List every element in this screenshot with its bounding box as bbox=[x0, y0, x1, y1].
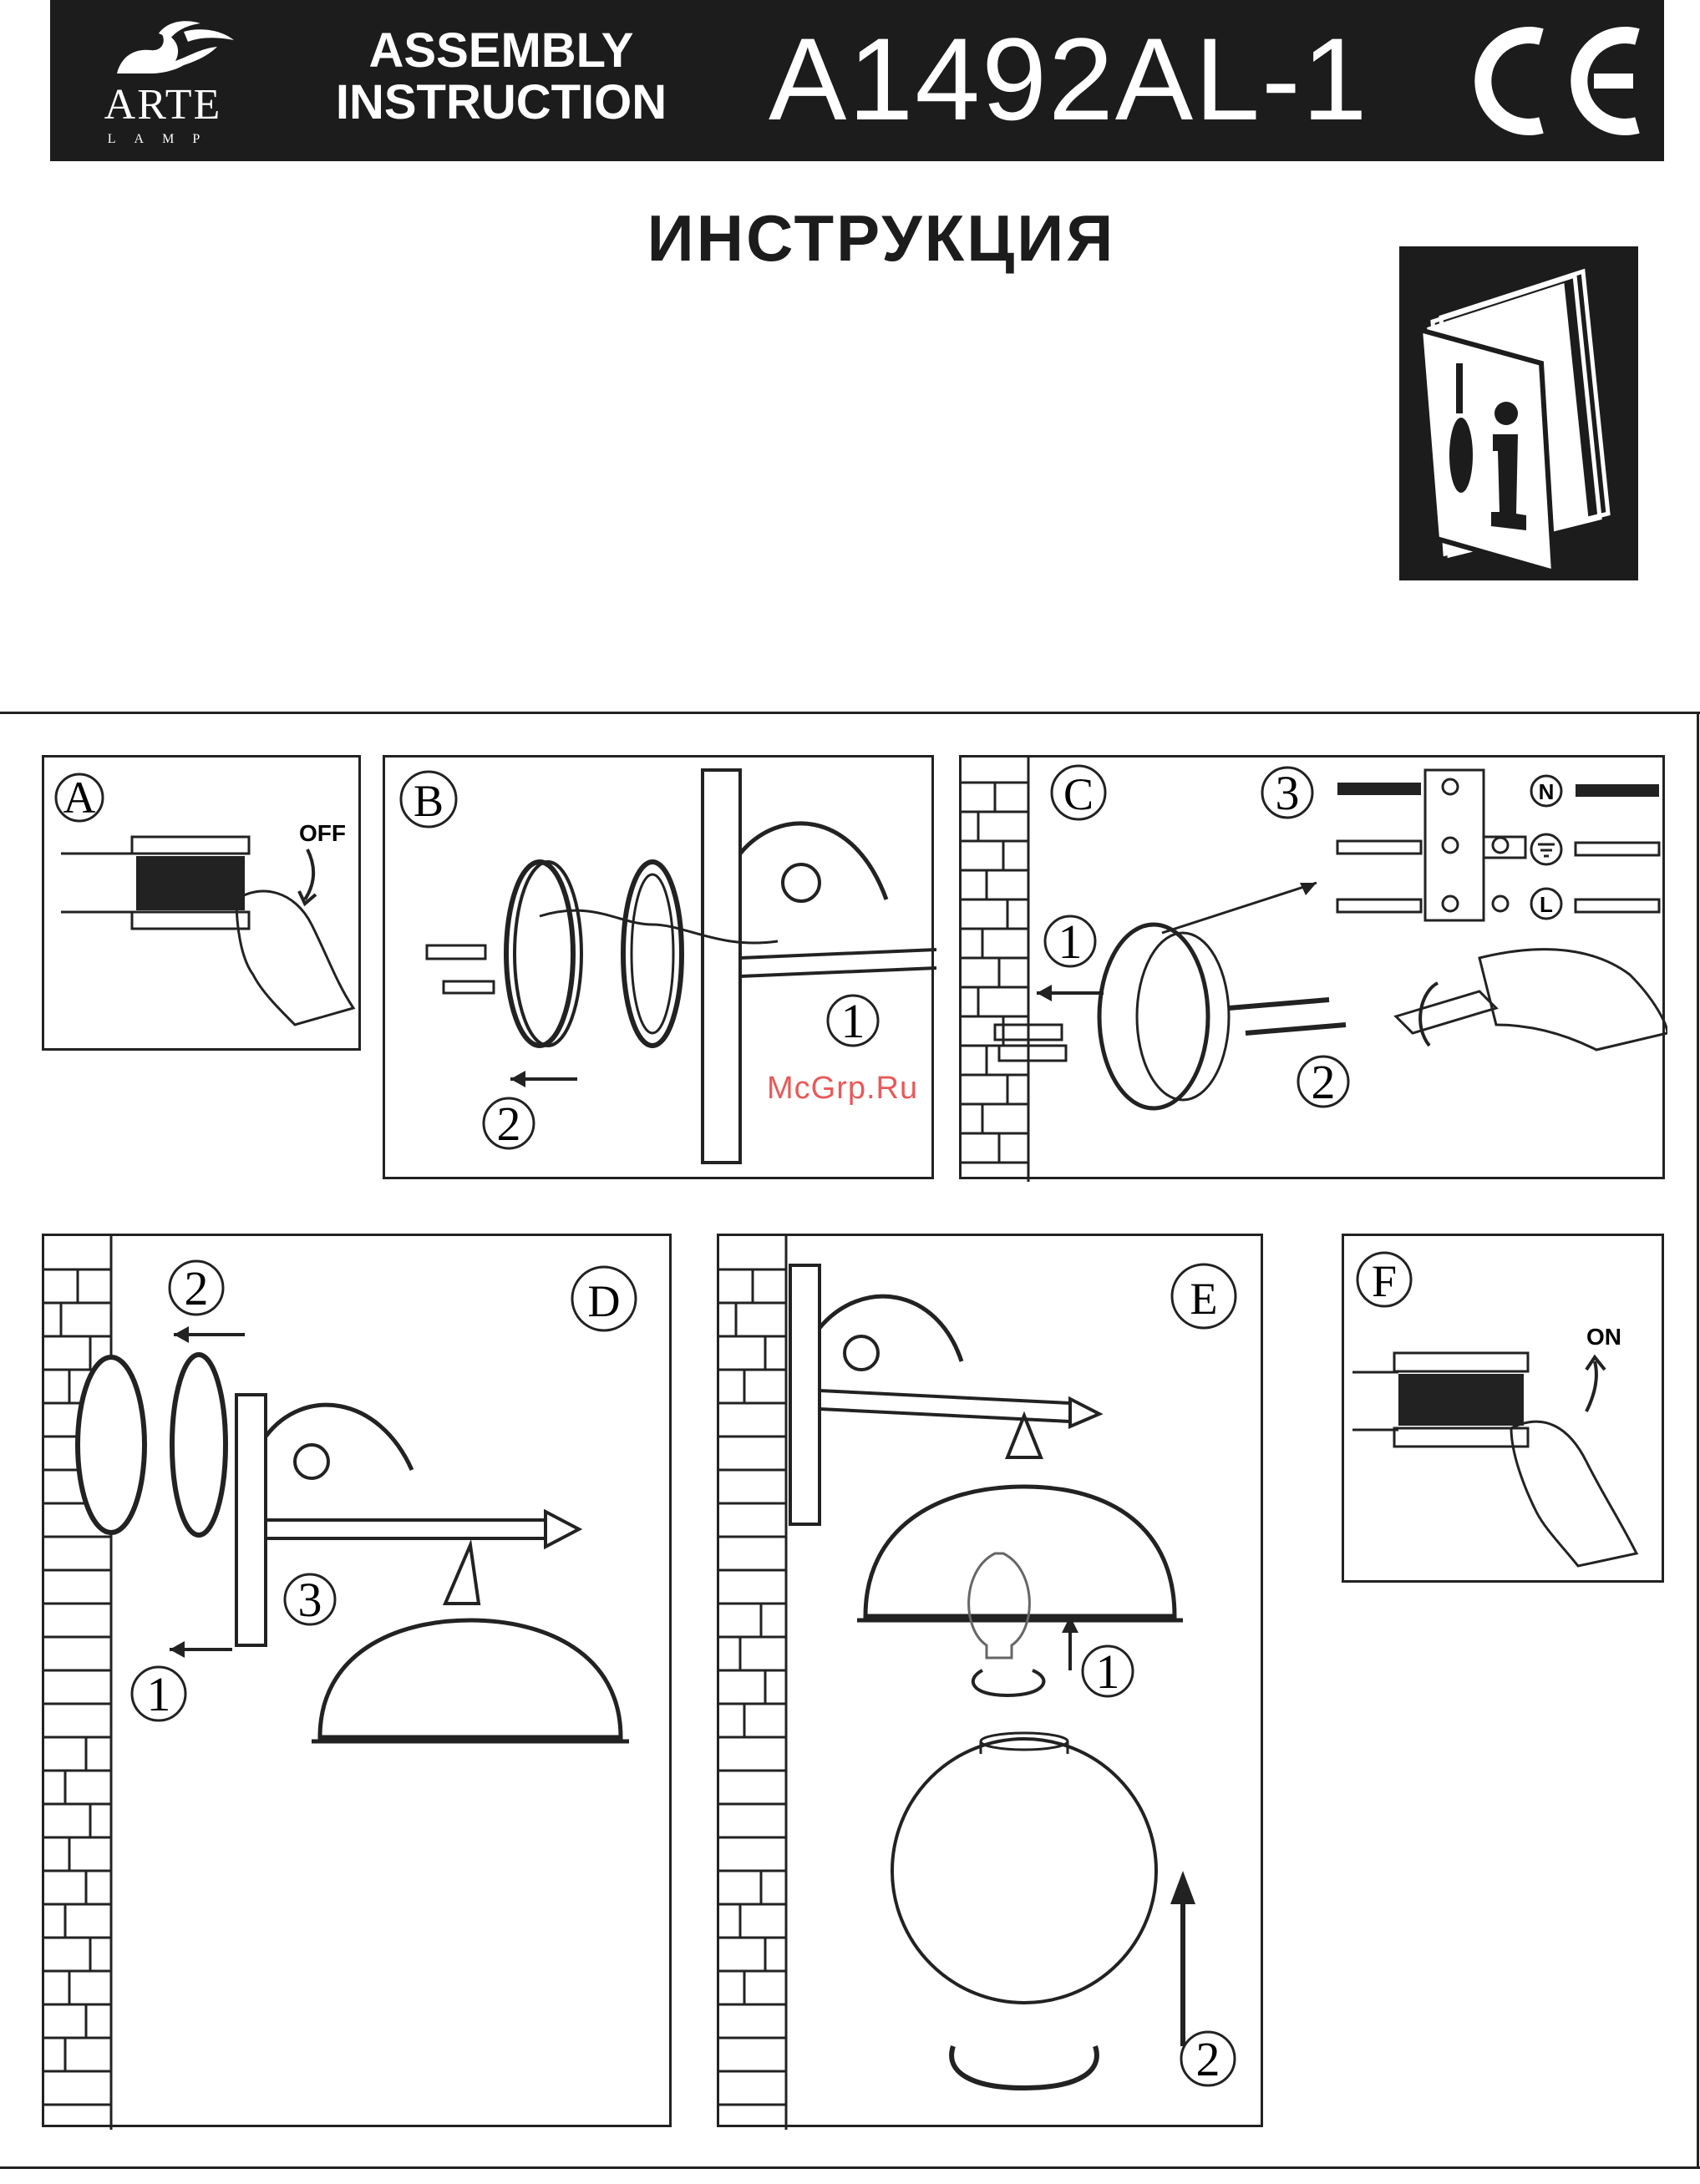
step-d-num-2: 2 bbox=[185, 1261, 209, 1315]
step-d-letter: D bbox=[588, 1276, 621, 1326]
watermark: McGrp.Ru bbox=[767, 1071, 918, 1107]
brick-wall bbox=[719, 1236, 786, 2130]
page-title: ИНСТРУКЦИЯ bbox=[501, 200, 1261, 276]
step-b-panel: B 1 2 bbox=[383, 755, 934, 1179]
breaker-top bbox=[132, 837, 249, 854]
assembly-line-1: ASSEMBLY bbox=[326, 25, 677, 77]
assembly-line-2: INSTRUCTION bbox=[326, 77, 677, 129]
light-bulb-icon bbox=[969, 1553, 1030, 1658]
wall-plate bbox=[790, 1265, 820, 1524]
step-c-panel: C 1 2 3 bbox=[959, 755, 1665, 1179]
breaker-switches bbox=[136, 856, 245, 910]
rotate-globe-arrow-icon bbox=[951, 2046, 1097, 2088]
gasket-ring bbox=[172, 1355, 226, 1535]
lamp-shade bbox=[865, 1487, 1175, 1616]
header-bar: ARTE LAMP ASSEMBLY INSTRUCTION A1492AL-1 bbox=[50, 0, 1664, 161]
switch-on-label: ON bbox=[1586, 1324, 1621, 1350]
switch-off-label: OFF bbox=[299, 820, 346, 846]
glass-globe bbox=[892, 1739, 1156, 2003]
breaker-bottom bbox=[132, 912, 249, 929]
frame-right-edge bbox=[1697, 712, 1699, 2169]
step-e-num-1: 1 bbox=[1096, 1644, 1120, 1699]
step-e-num-2: 2 bbox=[1196, 2032, 1220, 2086]
terminal-n-label: N bbox=[1539, 779, 1555, 804]
step-d-num-1: 1 bbox=[147, 1667, 171, 1721]
step-a-panel: A OFF bbox=[42, 755, 361, 1051]
brand-logo: ARTE LAMP bbox=[84, 15, 242, 149]
ce-mark-icon bbox=[1454, 18, 1654, 144]
breaker-switches bbox=[1398, 1374, 1524, 1426]
screw-c-2 bbox=[1246, 1025, 1346, 1033]
assembly-instruction-label: ASSEMBLY INSTRUCTION bbox=[326, 25, 677, 129]
hand-icon bbox=[1511, 1421, 1637, 1566]
step-b-num-1: 1 bbox=[841, 994, 865, 1048]
screw-1 bbox=[427, 945, 485, 959]
step-f-letter: F bbox=[1372, 1256, 1397, 1306]
breaker-top bbox=[1394, 1353, 1528, 1371]
mounting-base bbox=[78, 1357, 145, 1533]
breaker-bottom bbox=[1394, 1428, 1528, 1447]
wall-plate bbox=[236, 1395, 266, 1645]
step-a-letter: A bbox=[63, 773, 96, 823]
wall-plate bbox=[703, 770, 740, 1163]
bracket-arm bbox=[740, 823, 886, 899]
model-number: A1492AL-1 bbox=[769, 17, 1369, 142]
screw-c-1 bbox=[1229, 1000, 1329, 1008]
brand-name: ARTE bbox=[84, 80, 242, 129]
screw-2 bbox=[444, 981, 494, 993]
step-f-panel: F ON bbox=[1342, 1234, 1664, 1583]
step-c-letter: C bbox=[1063, 769, 1094, 819]
step-e-panel: E 1 2 bbox=[717, 1234, 1263, 2127]
info-manual-icon bbox=[1399, 246, 1638, 580]
wall-plug-2 bbox=[999, 1046, 1066, 1061]
rotate-arrow-icon bbox=[973, 1670, 1044, 1695]
screwdriver-icon bbox=[1396, 991, 1496, 1033]
step-c-num-1: 1 bbox=[1058, 915, 1083, 969]
lamp-shade bbox=[320, 1620, 621, 1737]
hand-icon bbox=[236, 891, 353, 1025]
brand-sub: LAMP bbox=[84, 132, 242, 147]
bracket-arm bbox=[266, 1405, 412, 1470]
terminal-l-label: L bbox=[1540, 892, 1553, 917]
hand-icon bbox=[1479, 950, 1667, 1050]
step-d-panel: D 2 3 1 bbox=[42, 1234, 672, 2127]
step-b-num-2: 2 bbox=[497, 1097, 521, 1151]
bracket-arm bbox=[820, 1296, 962, 1361]
terminal-block bbox=[1337, 770, 1659, 920]
step-e-letter: E bbox=[1190, 1274, 1218, 1324]
step-c-num-2: 2 bbox=[1312, 1055, 1336, 1109]
griffin-icon bbox=[84, 15, 242, 82]
brick-wall bbox=[962, 758, 1028, 1182]
step-d-num-3: 3 bbox=[298, 1573, 322, 1627]
step-c-num-3: 3 bbox=[1276, 766, 1300, 820]
step-b-letter: B bbox=[414, 776, 444, 826]
